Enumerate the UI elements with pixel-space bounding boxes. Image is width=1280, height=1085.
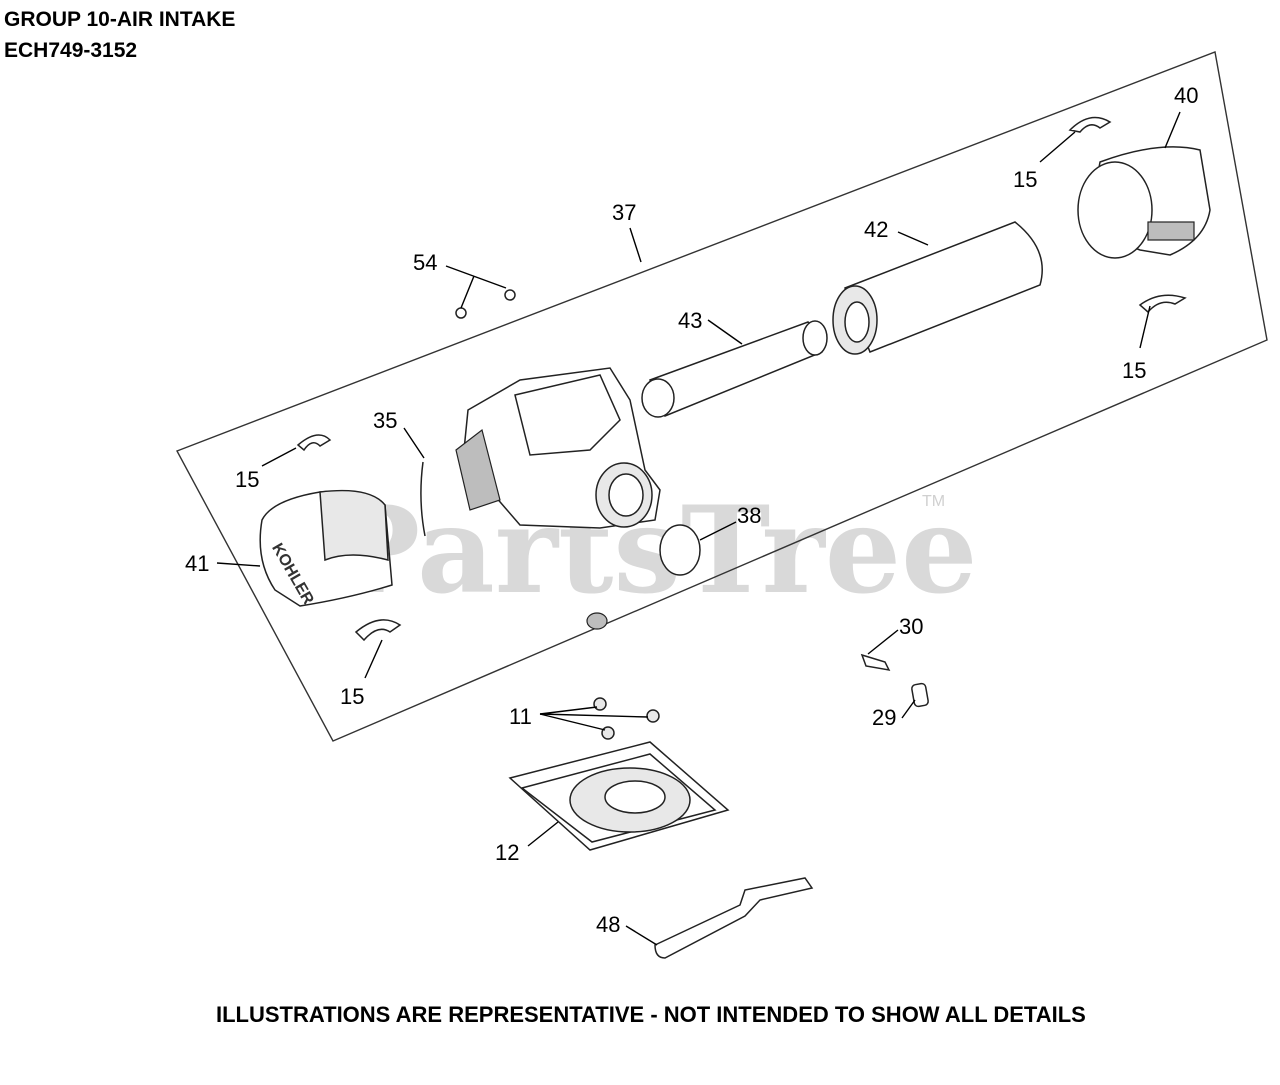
- end-cap-part: [1077, 146, 1211, 259]
- leader-line: [1039, 131, 1076, 163]
- leader-line: [364, 639, 383, 679]
- clip-part: [354, 619, 402, 642]
- clip-part: [296, 434, 332, 452]
- o-ring-part: [659, 524, 701, 576]
- grommet-part: [586, 612, 608, 630]
- leader-line: [216, 562, 261, 567]
- leader-line: [527, 821, 559, 847]
- leader-line: [261, 447, 297, 467]
- callout-15: 15: [1122, 358, 1146, 383]
- leader-line: [897, 231, 929, 246]
- leader-line: [625, 925, 658, 946]
- leader-line: [707, 319, 743, 345]
- air-cleaner-base-part: [455, 367, 661, 529]
- callout-12: 12: [495, 840, 519, 865]
- screw-part: [455, 289, 516, 319]
- callout-15: 15: [1013, 167, 1037, 192]
- callout-48: 48: [596, 912, 620, 937]
- kit-outline-box: [176, 51, 1268, 742]
- model-number: ECH749-3152: [4, 39, 138, 62]
- bracket-part: [654, 877, 814, 959]
- leader-line: [867, 629, 899, 655]
- leader-line: [539, 713, 606, 731]
- primary-element-part: [832, 221, 1043, 355]
- watermark-trademark: TM: [922, 493, 945, 510]
- clip-part: [1138, 294, 1187, 314]
- callout-15: 15: [340, 684, 364, 709]
- callout-11: 11: [509, 704, 532, 729]
- leader-line: [445, 265, 507, 289]
- callout-42: 42: [864, 217, 888, 242]
- callout-54: 54: [413, 250, 437, 275]
- callout-37: 37: [612, 200, 636, 225]
- leader-line: [629, 227, 642, 263]
- leader-line: [1164, 111, 1181, 149]
- inner-element-part: [641, 320, 828, 418]
- leader-line: [460, 275, 475, 309]
- leader-line: [699, 521, 737, 541]
- leader-line: [403, 427, 425, 459]
- leader-line: [539, 706, 598, 715]
- callout-41: 41: [185, 551, 209, 576]
- diagram-title: GROUP 10-AIR INTAKE: [4, 8, 236, 31]
- disclaimer-text: ILLUSTRATIONS ARE REPRESENTATIVE - NOT I…: [216, 1002, 1086, 1027]
- clip-part: [1068, 116, 1112, 133]
- callout-15: 15: [235, 467, 259, 492]
- callout-30: 30: [899, 614, 923, 639]
- callout-35: 35: [373, 408, 397, 433]
- base-plate-part: [508, 741, 730, 851]
- pin-part: [911, 682, 929, 708]
- nut-part: [593, 697, 660, 740]
- callout-38: 38: [737, 503, 761, 528]
- callout-29: 29: [872, 705, 896, 730]
- fitting-part: [860, 653, 891, 671]
- air-cleaner-cover-part: KOHLER: [259, 489, 393, 608]
- callout-40: 40: [1174, 83, 1198, 108]
- gasket-part: [420, 461, 426, 537]
- leader-line: [1139, 305, 1151, 349]
- callout-43: 43: [678, 308, 702, 333]
- leader-line: [539, 713, 649, 718]
- leader-line: [901, 699, 916, 719]
